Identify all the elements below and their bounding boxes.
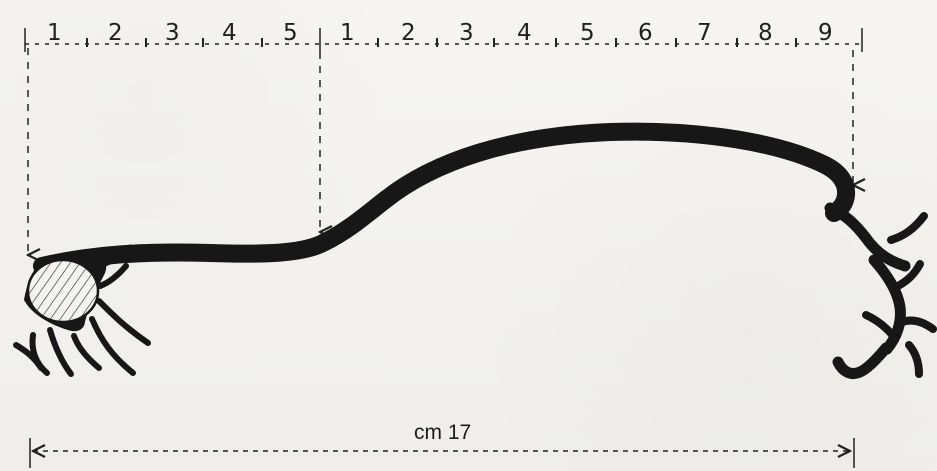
- scroll-ornament: [13, 122, 937, 380]
- projection-lines: [28, 48, 853, 255]
- left-scale-number-5: 5: [283, 20, 298, 46]
- right-scale-number-7: 7: [697, 20, 712, 46]
- bottom-dimension: cm 17: [29, 421, 855, 468]
- right-scale-number-8: 8: [758, 20, 773, 46]
- left-scale-ticks: [86, 38, 263, 47]
- right-scale-ticks: [377, 38, 797, 47]
- left-scale-number-3: 3: [165, 20, 180, 46]
- right-scale-number-9: 9: [818, 20, 833, 46]
- right-scale-number-2: 2: [401, 20, 416, 46]
- right-scale-number-3: 3: [459, 20, 474, 46]
- left-scale-number-4: 4: [222, 20, 237, 46]
- left-scale-number-1: 1: [47, 20, 62, 46]
- right-scale-number-1: 1: [340, 20, 355, 46]
- right-scale-number-4: 4: [517, 20, 532, 46]
- left-scale-number-2: 2: [108, 20, 123, 46]
- dimension-label: cm 17: [414, 421, 471, 444]
- right-scale-number-5: 5: [580, 20, 595, 46]
- top-scale: 1 2 3 4 5 1 2 3 4 5 6 7 8 9: [24, 20, 863, 52]
- right-scale-number-6: 6: [638, 20, 653, 46]
